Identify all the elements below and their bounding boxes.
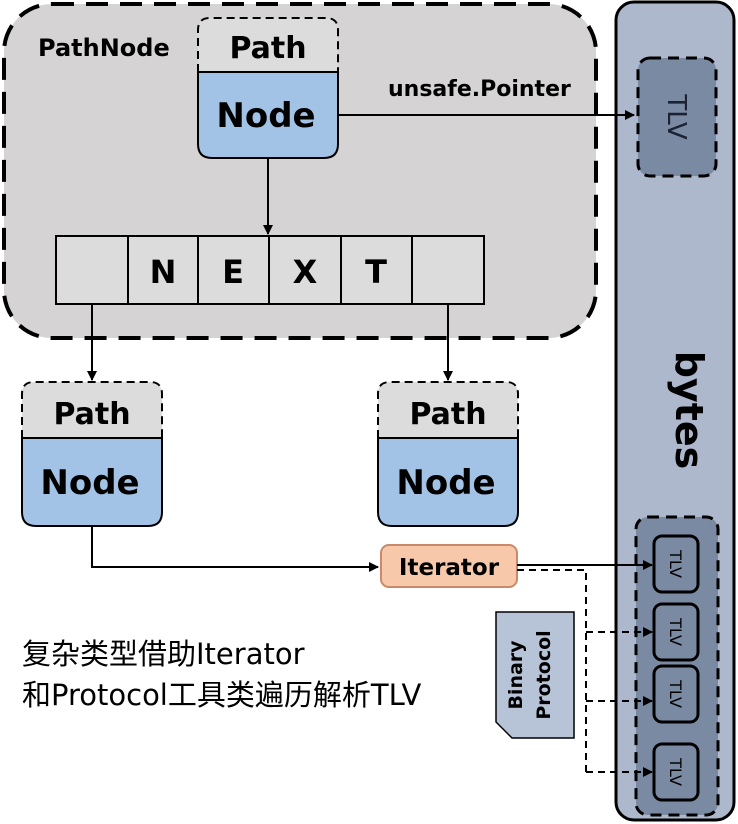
- tlv-item-label: TLV: [666, 549, 685, 578]
- bytes-label: bytes: [667, 351, 711, 470]
- caption-line-1: 复杂类型借助Iterator: [22, 637, 305, 671]
- left-node-label: Node: [40, 463, 139, 503]
- iterator-label: Iterator: [399, 555, 500, 581]
- tlv-top-label: TLV: [661, 93, 691, 140]
- binary-protocol-card: Binary Protocol: [495, 611, 575, 739]
- next-cell: X: [293, 253, 318, 291]
- tlv-item: TLV: [652, 602, 700, 662]
- tlv-item-label: TLV: [666, 617, 685, 646]
- left-path-node: Path Node: [21, 381, 163, 527]
- top-path-label: Path: [229, 31, 306, 66]
- caption-line-2: 和Protocol工具类遍历解析TLV: [22, 678, 422, 712]
- iteration-arrows: [517, 569, 653, 777]
- next-cell: E: [222, 253, 244, 291]
- tlv-item: TLV: [652, 664, 700, 724]
- tlv-item-label: TLV: [666, 757, 685, 786]
- tlv-top: TLV: [636, 56, 718, 178]
- tlv-item: TLV: [652, 742, 700, 802]
- tlv-item-label: TLV: [666, 679, 685, 708]
- pointer-label: unsafe.Pointer: [388, 77, 571, 102]
- top-path-node: Path Node: [197, 17, 339, 159]
- next-cell: N: [150, 253, 177, 291]
- next-array: N E X T: [55, 235, 485, 305]
- node-to-iterator-arrow: [91, 526, 379, 572]
- binary-label: Binary: [505, 640, 527, 710]
- pathnode-label: PathNode: [38, 34, 170, 62]
- next-cell: T: [365, 253, 387, 291]
- tlv-item: TLV: [652, 534, 700, 594]
- top-node-label: Node: [216, 96, 315, 136]
- right-node-label: Node: [396, 463, 495, 503]
- iterator-box: Iterator: [380, 544, 518, 588]
- left-path-label: Path: [53, 397, 130, 432]
- protocol-label: Protocol: [533, 630, 555, 719]
- right-path-node: Path Node: [377, 381, 519, 527]
- right-path-label: Path: [409, 397, 486, 432]
